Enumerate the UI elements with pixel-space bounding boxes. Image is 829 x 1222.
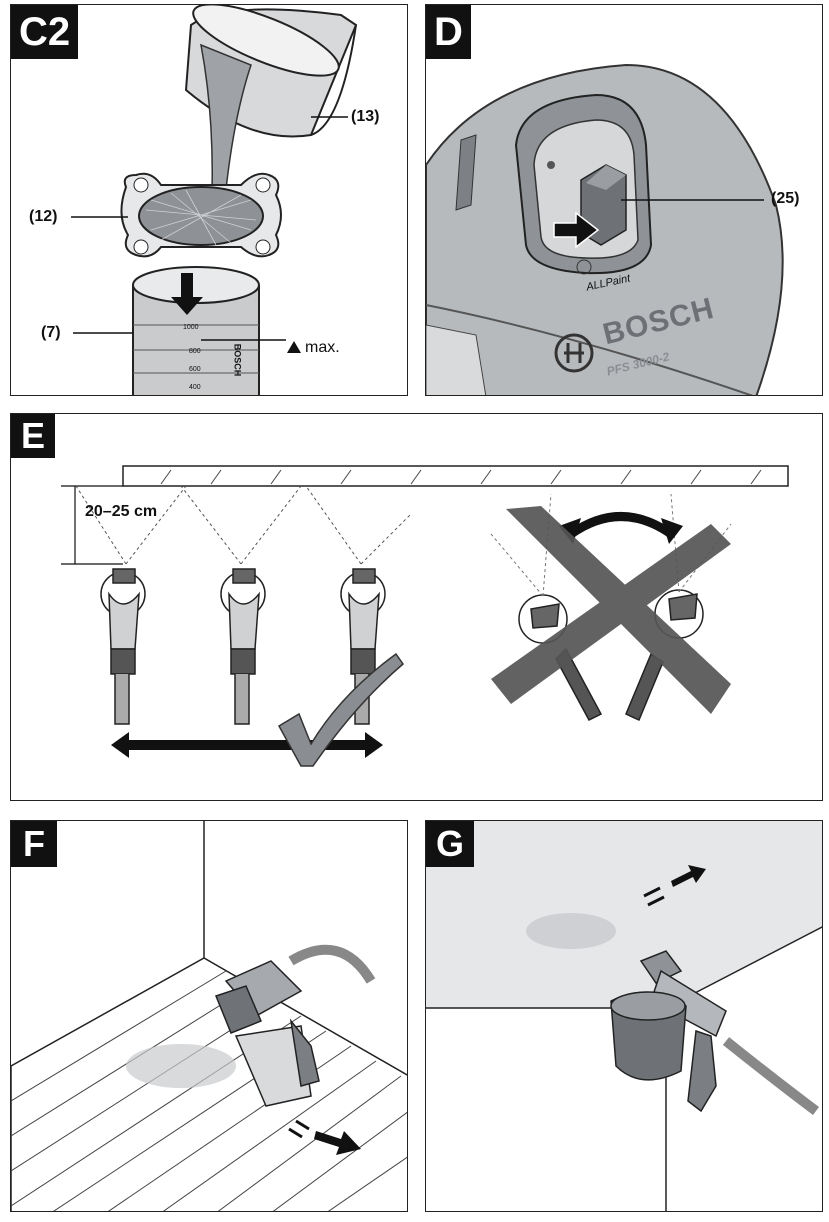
container-brand: BOSCH (232, 343, 243, 377)
horizontal-motion-arrow (111, 732, 383, 758)
scale-mark-600: 600 (189, 366, 201, 373)
tilt-arrow-icon (559, 512, 683, 544)
d-illustration (426, 63, 784, 395)
panel-badge-d: D (426, 5, 471, 59)
callout-13: (13) (351, 108, 380, 125)
check-mark-icon (277, 652, 405, 767)
spray-gun-ceiling (610, 950, 820, 1115)
panel-g: G (425, 820, 823, 1212)
spray-gun-3 (340, 568, 386, 725)
bosch-logo-icon (554, 333, 594, 373)
c2-illustration (71, 5, 358, 395)
f-illustration (11, 821, 407, 1211)
spray-gun-floor (215, 944, 376, 1107)
direction-arrow-f (288, 1119, 361, 1155)
direction-arrow-g (643, 865, 706, 907)
callout-max: max. (305, 339, 340, 356)
panel-d: D (25) ALLPaint BOSCH PFS 3000-2 (425, 4, 823, 396)
panel-e: E (10, 413, 823, 801)
panel-f: F (10, 820, 408, 1212)
panel-c2: C2 (10, 4, 408, 396)
callout-25: (25) (771, 190, 800, 207)
panel-badge-g: G (426, 821, 475, 867)
wrong-cross-icon (491, 506, 731, 714)
spray-gun-1 (100, 568, 146, 725)
scale-mark-800: 800 (189, 348, 201, 355)
ceiling-surface (426, 821, 822, 1008)
filter-sieve (120, 172, 282, 258)
scale-mark-1000: 1000 (183, 324, 199, 331)
panel-badge-e: E (11, 414, 56, 458)
callout-12: (12) (29, 208, 58, 225)
callout-7: (7) (41, 324, 61, 341)
wall-surface (122, 465, 789, 487)
floor-surface (11, 957, 407, 1211)
panel-badge-f: F (11, 821, 57, 867)
switch-arrow (553, 211, 600, 249)
spray-gun-2 (220, 568, 266, 725)
e-illustration (61, 465, 789, 767)
max-triangle-icon (287, 341, 301, 353)
insert-arrow (171, 273, 203, 315)
scale-mark-400: 400 (189, 384, 201, 391)
paint-container (132, 266, 260, 395)
distance-label: 20–25 cm (85, 503, 158, 520)
g-illustration (426, 821, 822, 1211)
spray-gun-wrong-left (518, 594, 603, 721)
panel-badge-c2: C2 (11, 5, 79, 59)
